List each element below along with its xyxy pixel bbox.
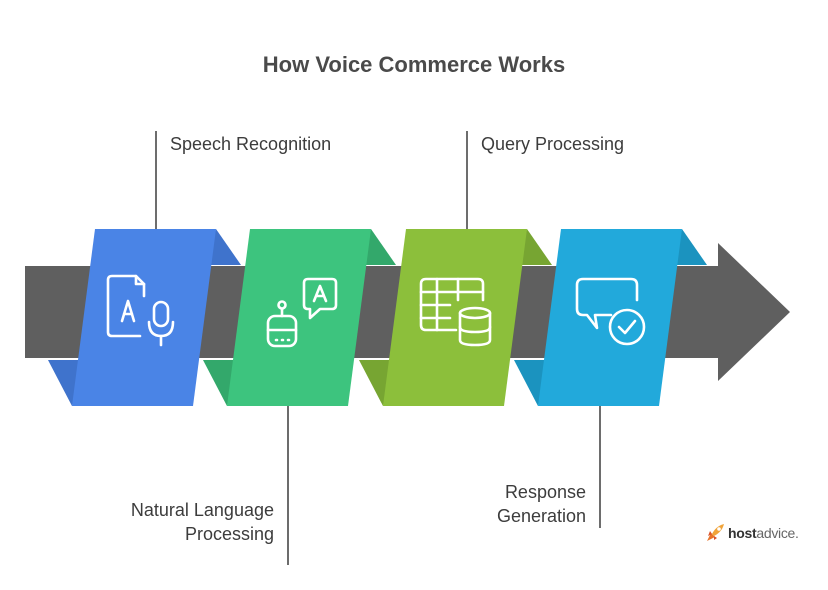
robot-speech-bubble-icon [266, 277, 338, 348]
document-microphone-icon [106, 274, 175, 347]
step-2-parallelogram [227, 229, 371, 406]
step-2-label: Natural Language Processing [131, 498, 274, 546]
table-database-icon [419, 277, 492, 347]
logo-text-bold: host [728, 525, 757, 541]
step-2-label-line-2: Processing [184, 524, 274, 544]
step-4-label: Response Generation [497, 480, 586, 528]
logo-wordmark: hostadvice. [728, 525, 799, 541]
step-1-panel [48, 229, 241, 406]
step-3-label-line-1: Query Processing [481, 134, 625, 154]
logo-text-regular: advice [756, 525, 796, 541]
step-2-panel [203, 229, 396, 406]
step-3-label: Query Processing [481, 132, 624, 156]
rocket-logo-icon [707, 524, 724, 541]
step-2-label-line-1: Natural Language [130, 500, 274, 520]
step-1-label-line-1: Speech Recognition [170, 134, 332, 154]
step-4-label-line-2: Generation [496, 506, 586, 526]
chat-bubble-check-icon [575, 277, 646, 346]
step-4-label-line-1: Response [504, 482, 586, 502]
logo-text-suffix: . [795, 525, 799, 541]
step-3-panel [359, 229, 552, 406]
connector-lines [155, 131, 601, 565]
diagram-title: How Voice Commerce Works [262, 52, 566, 77]
step-4-parallelogram [538, 229, 682, 406]
step-3-parallelogram [383, 229, 527, 406]
hostadvice-logo: hostadvice. [704, 522, 799, 544]
arrow-head [718, 243, 790, 381]
step-1-label: Speech Recognition [170, 132, 331, 156]
step-1-parallelogram [72, 229, 216, 406]
step-4-panel [514, 229, 707, 406]
